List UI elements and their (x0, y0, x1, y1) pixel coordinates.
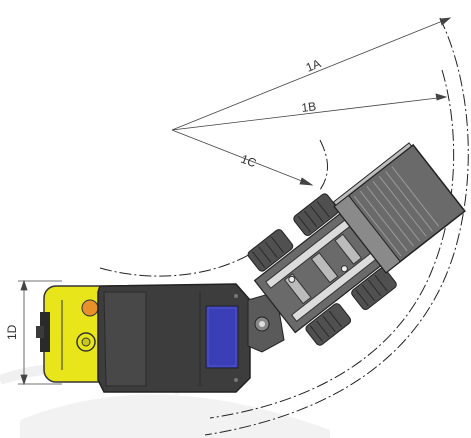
label-1c: 1C (239, 152, 259, 171)
label-1a: 1A (304, 56, 323, 74)
arc-outer (204, 17, 469, 436)
front-frame (247, 193, 397, 346)
arc-middle (209, 69, 455, 419)
radius-line-1b (171, 96, 447, 131)
orange-cap (81, 299, 99, 317)
arrowhead-1b (435, 93, 448, 101)
width-dimension (18, 279, 62, 386)
radius-line-1c (171, 129, 313, 186)
label-1b: 1B (301, 99, 317, 115)
main-chassis (97, 283, 251, 393)
bucket (332, 142, 466, 274)
arc-inner (99, 239, 271, 277)
radius-lines (171, 17, 452, 186)
label-1d: 1D (5, 324, 19, 340)
arrowhead-1c (299, 177, 314, 186)
turning-arcs (99, 17, 469, 436)
arc-inner-right (319, 139, 328, 191)
arrowhead-1a (439, 17, 452, 26)
radius-line-1a (171, 17, 451, 131)
blue-panel (205, 305, 239, 369)
